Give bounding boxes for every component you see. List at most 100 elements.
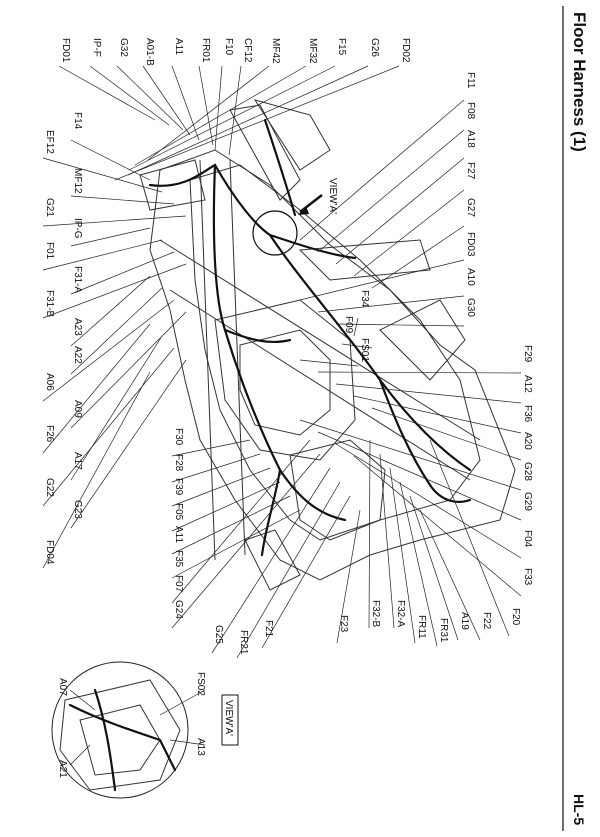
connector-label: F10 [223,38,234,56]
connector-label: F28 [173,454,184,472]
leader-line [89,65,170,126]
leader-line [42,263,187,319]
inset-label-fs02: FS02 [195,672,206,696]
leader-line [211,467,331,654]
leader-line [171,495,291,555]
connector-label: A10 [465,268,476,286]
leader-line [127,65,369,176]
connector-label: G23 [72,500,83,519]
connector-label: F08 [465,102,476,120]
connector-label: FR01 [200,38,211,63]
leader-line [261,495,351,649]
inset-label-a21: A21 [57,760,68,778]
leader-line [353,189,465,277]
leader-line [70,287,163,375]
connector-label: A11 [173,38,184,55]
connector-label: F23 [338,615,349,633]
connector-label: A19 [459,612,470,630]
connector-label: IP-G [72,218,83,239]
connector-label: F29 [522,345,533,363]
connector-label: FR31 [438,618,449,643]
connector-label: F04 [522,530,533,548]
connector-label: IP-F [91,38,102,57]
leader-line [317,295,465,313]
connector-label: G24 [173,600,184,619]
leader-line [142,65,191,136]
connector-label: G32 [118,38,129,57]
leader-line [147,65,270,161]
leader-line [70,311,187,429]
leader-line [70,139,151,181]
leader-line [353,455,522,597]
connector-label: FD03 [465,232,476,257]
connector-label: FR21 [238,630,249,655]
leader-line [116,65,184,131]
leader-line [42,157,163,193]
view-a-callout-circle [252,210,298,256]
connector-label: F15 [336,38,347,56]
connector-label: G30 [465,298,476,317]
connector-label: A06 [44,373,55,391]
connector-label: MF32 [307,38,318,64]
leader-line [371,225,465,289]
connector-label: A23 [72,318,83,336]
connector-label: A17 [72,452,83,470]
connector-label: G22 [44,478,55,497]
connector-label: FS01 [359,338,370,362]
leader-line [42,323,151,454]
connector-label: G21 [44,198,55,217]
connector-label: F34 [359,290,370,308]
leader-line [134,65,307,166]
connector-label: F05 [173,503,184,521]
connector-label: A09 [72,400,83,418]
connector-label: FD01 [60,38,71,63]
leader-line [317,371,522,374]
connector-label: F01 [44,242,55,260]
leader-line [171,453,261,483]
leader-line [228,65,242,156]
leader-line [70,227,151,247]
view-a-arrowhead [298,206,309,215]
view-a-label: VIEW'A' [327,178,338,214]
connector-label: A12 [522,375,533,393]
connector-label: A18 [465,130,476,148]
leader-line [171,439,251,457]
leader-line [335,323,465,327]
connector-label: F26 [44,425,55,443]
connector-label: F09 [343,316,354,334]
leader-line [317,129,465,253]
connector-label: G26 [369,38,380,57]
leader-line [341,343,373,349]
leader-line [171,509,301,579]
leader-line [353,317,359,337]
connector-label: F36 [522,405,533,423]
leader-line [42,347,175,507]
connector-label: F07 [173,575,184,593]
leader-line [336,509,361,644]
leader-line [42,299,175,402]
connector-label: F33 [522,568,533,586]
connector-label: F30 [173,428,184,446]
leader-line [299,419,522,491]
leader-line [58,65,156,121]
leader-line [70,251,175,295]
leader-line [317,431,522,521]
connector-label: G25 [213,625,224,644]
page-title: Floor Harness (1) [570,12,589,152]
connector-label: F27 [465,162,476,180]
leader-line [335,443,522,559]
leader-line [171,453,321,629]
connector-label: G27 [465,198,476,217]
leader-line [299,359,359,367]
connector-label: F39 [173,478,184,496]
leader-line [399,481,438,647]
connector-label: CF12 [242,38,253,63]
connector-label: FR11 [416,615,427,639]
leader-line [70,195,175,205]
connector-label: F32-B [370,600,381,628]
inset-label-a13: A13 [195,738,206,756]
leader-line [389,467,416,644]
inset-view-a: VIEW'A' A07 A21 FS02 A13 [51,661,239,799]
